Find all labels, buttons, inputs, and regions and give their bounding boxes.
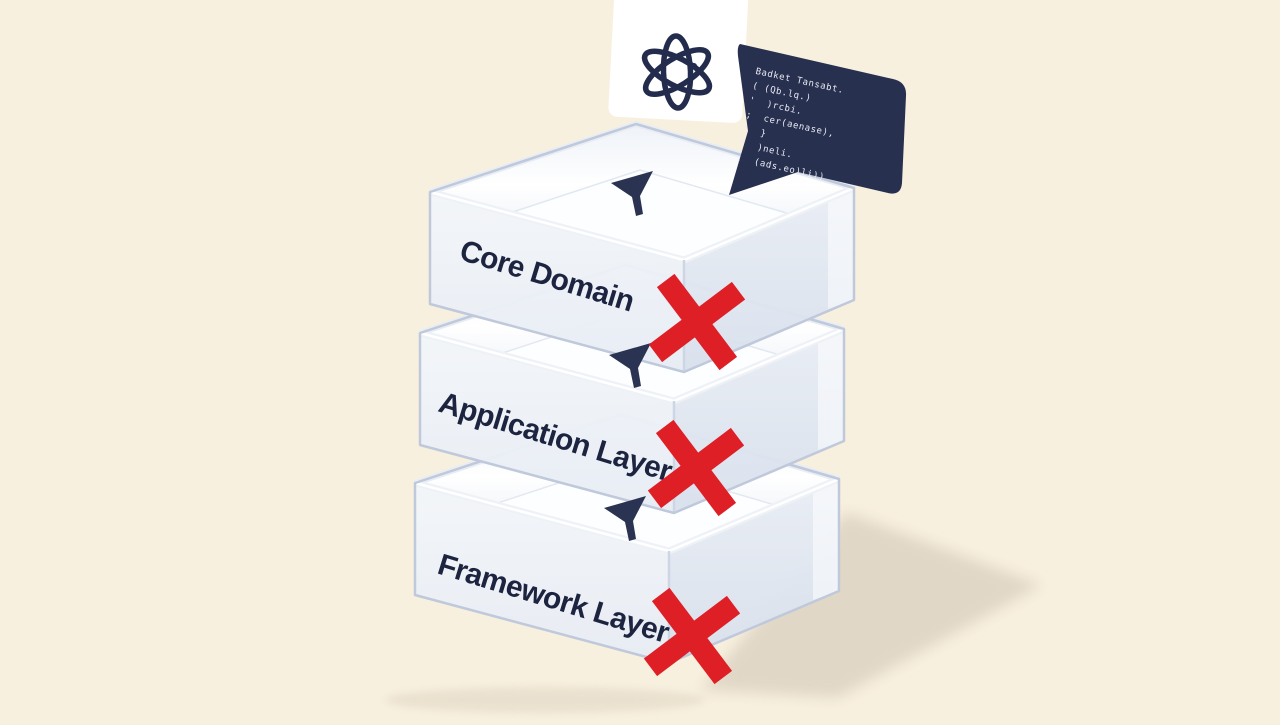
react-atom-icon bbox=[641, 33, 713, 111]
code-bubble: Badket Tansabt. ( (Qb.lq.) ' )rcbi. ; ce… bbox=[729, 44, 907, 195]
logo-card bbox=[608, 0, 749, 123]
ground-shadow bbox=[385, 512, 1042, 713]
